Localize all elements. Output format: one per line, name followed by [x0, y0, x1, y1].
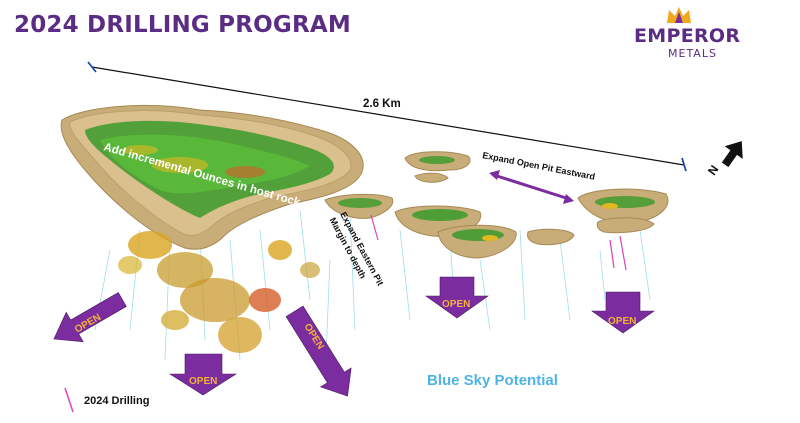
drill-legend-icon: [64, 387, 74, 413]
open-label-right: OPEN: [608, 316, 636, 327]
blue-sky-potential-label: Blue Sky Potential: [427, 372, 558, 389]
crown-icon: [667, 7, 691, 23]
open-label-center: OPEN: [442, 299, 470, 310]
logo-sub: METALS: [668, 47, 717, 60]
expand-east-annotation: Expand Open Pit Eastward: [482, 150, 596, 204]
open-arrow-bottom: [168, 353, 238, 396]
open-arrow-diagonal: [285, 305, 352, 397]
open-label-bottom: OPEN: [189, 376, 217, 387]
distance-scale: 2.6 Km: [87, 61, 687, 172]
drill-traces: [94, 209, 651, 381]
main-pit: Add incremental Ounces in host rock: [60, 104, 364, 250]
legend-label: 2024 Drilling: [84, 395, 150, 407]
open-arrow-center: [425, 276, 489, 319]
page-title: 2024 DRILLING PROGRAM: [14, 12, 351, 38]
drill-holes-2024: [370, 214, 627, 271]
margin-annotation: Expand Eastern Pit Margin to depth: [328, 210, 386, 287]
distance-label: 2.6 Km: [363, 98, 401, 110]
logo-name: EMPEROR: [634, 25, 741, 47]
small-pits: [324, 151, 669, 259]
north-label: N: [705, 163, 721, 178]
ore-body: [118, 231, 320, 353]
north-arrow-icon: [721, 141, 743, 168]
open-arrow-right: [591, 291, 655, 334]
open-arrow-left: [53, 292, 127, 343]
company-logo: EMPEROR METALS: [628, 6, 788, 60]
